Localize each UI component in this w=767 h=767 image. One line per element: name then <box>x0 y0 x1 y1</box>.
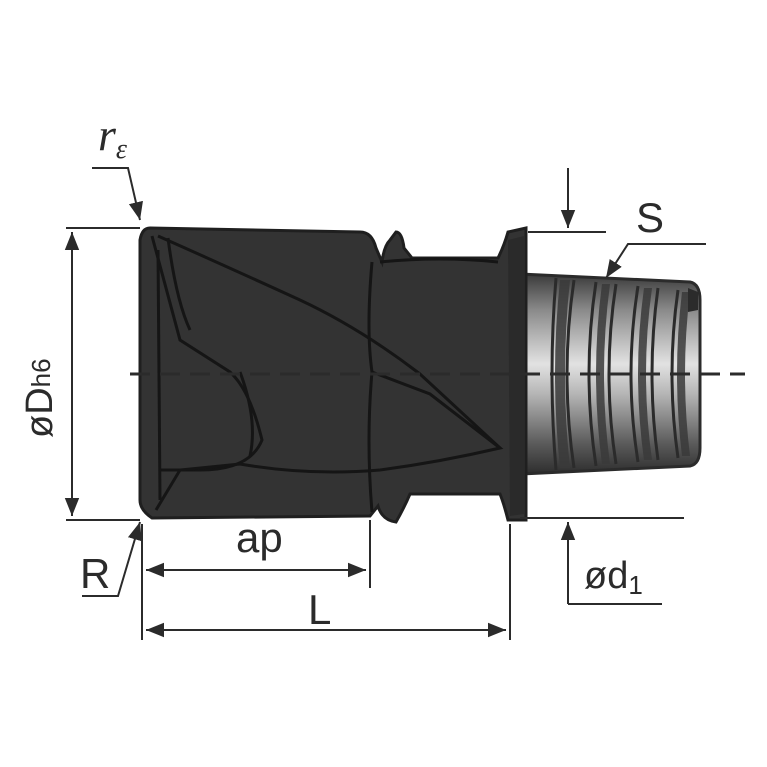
flute-lines <box>150 234 504 513</box>
thread-end-notch <box>688 288 698 312</box>
length-label: L <box>308 586 331 633</box>
cutter-head <box>138 226 528 524</box>
diameter-dimension <box>64 227 140 521</box>
shank-diameter-dimension <box>520 168 684 605</box>
depth-of-cut-label: ap <box>236 514 283 561</box>
radius-leader <box>82 521 142 597</box>
corner-radius-leader <box>92 167 143 221</box>
shank-diameter-label: ød1 <box>584 555 643 600</box>
corner-radius-label: rε <box>98 109 127 165</box>
diameter-label: øDh6 <box>19 358 61 438</box>
radius-label: R <box>80 550 110 597</box>
length-dimensions <box>141 520 511 640</box>
thread-leader <box>605 243 706 279</box>
thread-label: S <box>636 194 664 241</box>
shoulder <box>508 236 524 516</box>
